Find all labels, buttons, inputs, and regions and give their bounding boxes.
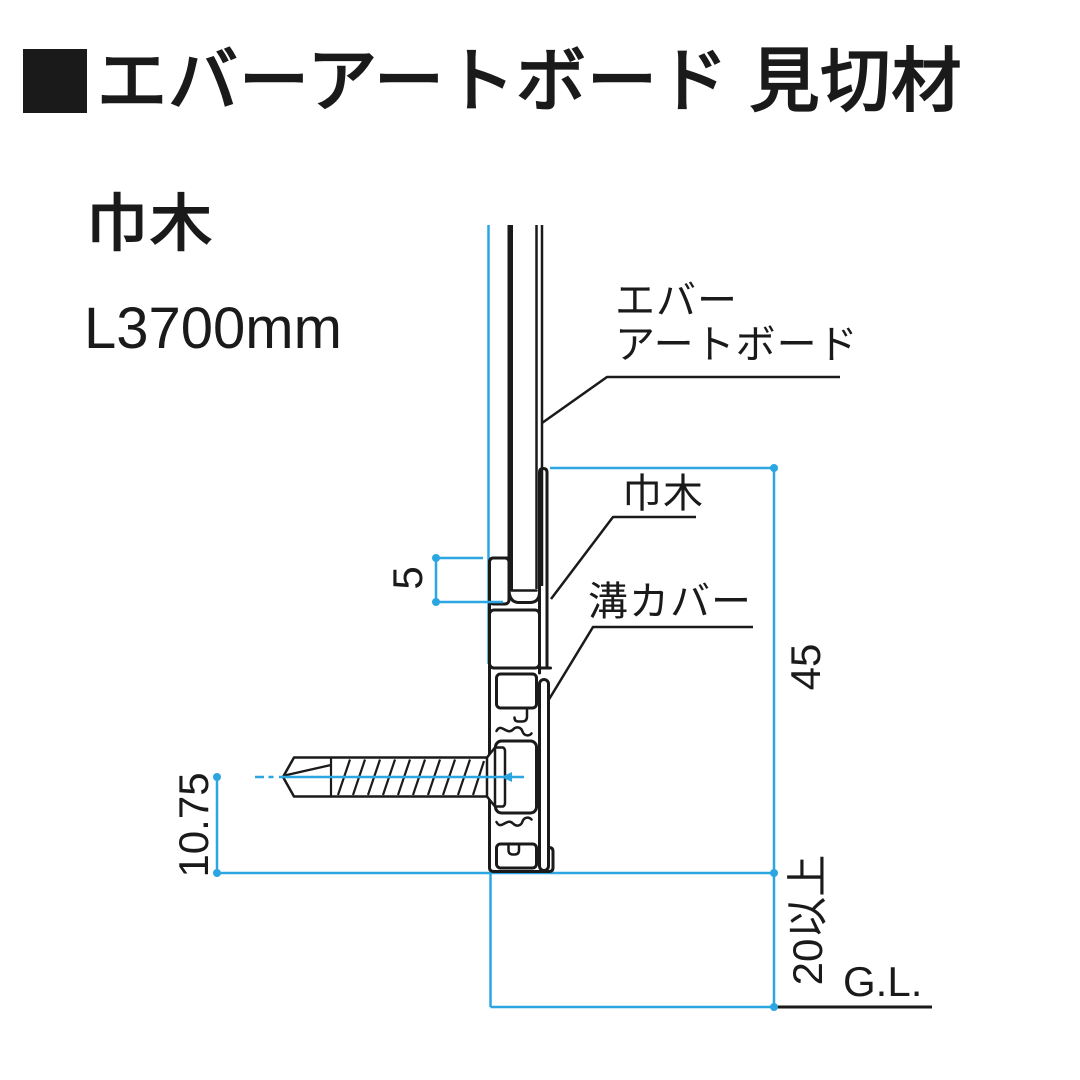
leader-baseboard — [550, 515, 696, 600]
groove-cover-strip — [538, 678, 550, 872]
leader-lines — [541, 375, 840, 702]
label-groove-cover: 溝カバー — [588, 580, 752, 624]
blue-dimension-marks — [255, 556, 524, 779]
baseboard-profile — [488, 467, 555, 873]
profile-clip-tab-upper — [513, 706, 529, 723]
dimension-dots — [213, 464, 778, 1011]
dimension-text-45: 45 — [782, 643, 829, 691]
profile-chamber-a — [495, 672, 538, 710]
dimension-text-5: 5 — [384, 566, 431, 590]
dimension-text-20-min: 20以上 — [784, 854, 831, 986]
ever-art-board-panel — [507, 225, 544, 591]
profile-clip-tab-lower — [507, 842, 521, 856]
title-bullet-square — [23, 49, 87, 113]
centerline-arrowhead — [501, 772, 512, 782]
profile-snap-clip-lower — [495, 816, 533, 827]
label-baseboard: 巾木 — [622, 472, 704, 516]
panel-back-face-line — [507, 225, 513, 591]
profile-snap-clip-upper — [495, 726, 533, 737]
label-board-line1: エバー — [615, 279, 738, 323]
profile-front-wall — [538, 467, 549, 675]
label-ground-level: G.L. — [843, 958, 923, 1005]
leader-ever-art-board — [541, 375, 840, 425]
product-length: L3700mm — [84, 296, 342, 361]
label-board-line2: アートボード — [615, 323, 859, 367]
page-title-row: エバーアートボード 見切材 — [23, 46, 962, 116]
leader-groove-cover — [546, 625, 753, 702]
screw-drill-flute — [284, 763, 332, 777]
dimension-text-10-75: 10.75 — [170, 772, 217, 878]
profile-upper-chamber — [488, 608, 541, 670]
product-name: 巾木 — [86, 190, 215, 259]
page-title: エバーアートボード 見切材 — [97, 42, 963, 120]
panel-slot-bottom — [507, 556, 541, 604]
profile-top-hook — [488, 556, 511, 606]
profile-bottom-chamber — [495, 842, 538, 870]
